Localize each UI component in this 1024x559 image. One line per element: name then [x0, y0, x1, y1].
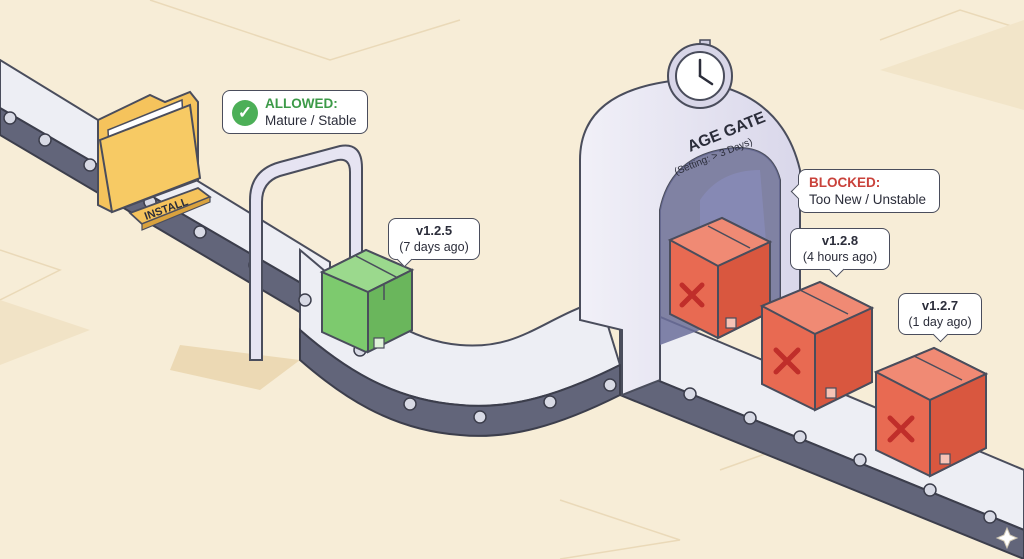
version-tag: v1.2.5 (7 days ago) [388, 218, 480, 268]
conveyor-shadow [170, 345, 300, 390]
version-label: v1.2.8 [821, 233, 859, 248]
blocked-callout: BLOCKED: Too New / Unstable [790, 169, 940, 213]
sparkle-icon [995, 526, 1019, 550]
version-age: (7 days ago) [399, 240, 469, 254]
allowed-subtitle: Mature / Stable [265, 113, 357, 128]
version-tag: v1.2.7 (1 day ago) [898, 293, 982, 343]
package-box-blocked [759, 280, 875, 412]
allowed-callout: ✓ ALLOWED: Mature / Stable [222, 90, 368, 134]
version-age: (1 day ago) [908, 315, 972, 329]
allowed-title: ALLOWED: [265, 96, 338, 111]
check-circle-icon: ✓ [232, 100, 258, 126]
blocked-title: BLOCKED: [809, 175, 881, 190]
version-age: (4 hours ago) [802, 250, 878, 264]
package-box-blocked [667, 216, 773, 340]
package-box-blocked [873, 346, 989, 478]
folder-icon [97, 90, 202, 214]
package-box-allowed [319, 248, 415, 354]
clock-icon [667, 39, 733, 109]
version-label: v1.2.5 [415, 223, 453, 238]
background-panel-right [880, 20, 1024, 110]
version-label: v1.2.7 [921, 298, 959, 313]
version-tag: v1.2.8 (4 hours ago) [790, 228, 890, 278]
background-panel [0, 300, 90, 365]
blocked-subtitle: Too New / Unstable [809, 192, 927, 207]
